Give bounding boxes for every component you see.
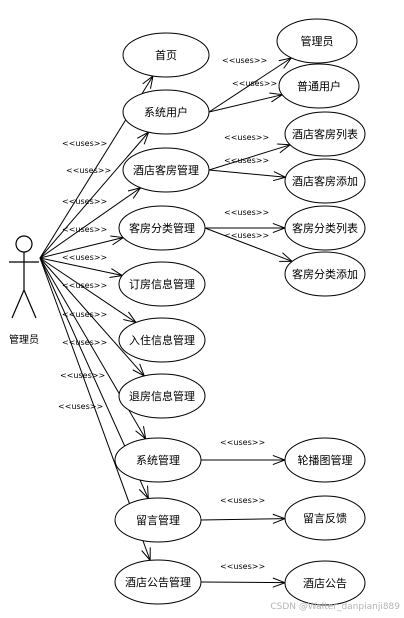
uc-system-mgmt-label: 系统管理 xyxy=(136,453,180,467)
uc-category-add-label: 客房分类添加 xyxy=(292,267,358,281)
uc-room-category-to-uc-category-add-uses-label: <<uses>> xyxy=(224,231,269,240)
uc-checkin-info[interactable]: 入住信息管理 xyxy=(118,317,206,363)
uc-system-user-to-uc-admin-uses-label: <<uses>> xyxy=(222,56,267,65)
uc-normal-user-label: 普通用户 xyxy=(297,79,341,93)
uc-category-list-label: 客房分类列表 xyxy=(292,221,358,235)
uc-room-mgmt-to-uc-room-add-uses-label: <<uses>> xyxy=(224,156,269,165)
actor-admin: 管理员 xyxy=(9,235,39,346)
uc-notice-mgmt-shape xyxy=(114,559,202,605)
uc-notice-mgmt-to-uc-notice-uses-label: <<uses>> xyxy=(220,562,265,571)
actor-to-uc-home-uses-label: <<uses>> xyxy=(62,139,107,148)
uc-admin-label: 管理员 xyxy=(301,34,334,48)
actor-to-uc-room-category-line xyxy=(39,237,124,259)
uc-system-user-to-uc-normal-user-line xyxy=(208,94,283,113)
uc-admin[interactable]: 管理员 xyxy=(276,18,358,64)
uc-room-add[interactable]: 酒店客房添加 xyxy=(284,158,366,204)
uc-checkout-info[interactable]: 退房信息管理 xyxy=(118,373,206,419)
uc-normal-user-shape xyxy=(278,63,360,109)
actor-to-uc-room-category-uses-label: <<uses>> xyxy=(62,225,107,234)
uc-feedback[interactable]: 留言反馈 xyxy=(284,495,366,541)
uc-carousel[interactable]: 轮播图管理 xyxy=(284,437,366,483)
uc-message-mgmt[interactable]: 留言管理 xyxy=(114,497,202,543)
uc-booking-info-shape xyxy=(118,261,206,307)
uc-room-mgmt[interactable]: 酒店客房管理 xyxy=(122,147,210,193)
uc-room-category-shape xyxy=(118,205,206,251)
uc-checkout-info-label: 退房信息管理 xyxy=(129,389,195,403)
actor-to-uc-system-mgmt-uses-label: <<uses>> xyxy=(62,338,107,347)
uc-room-mgmt-label: 酒店客房管理 xyxy=(133,163,199,177)
uc-message-mgmt-label: 留言管理 xyxy=(136,513,180,527)
uc-room-add-shape xyxy=(284,158,366,204)
actor-to-uc-booking-info-uses-label: <<uses>> xyxy=(62,253,107,262)
actor-to-uc-system-user-uses-label: <<uses>> xyxy=(66,166,111,175)
uc-message-mgmt-shape xyxy=(114,497,202,543)
uc-category-list[interactable]: 客房分类列表 xyxy=(284,205,366,251)
uc-notice-mgmt[interactable]: 酒店公告管理 xyxy=(114,559,202,605)
uc-system-user-shape xyxy=(122,89,210,135)
uc-room-mgmt-to-uc-room-list-uses-label: <<uses>> xyxy=(224,133,269,142)
actor-to-uc-system-user-line xyxy=(39,131,150,259)
uc-carousel-label: 轮播图管理 xyxy=(298,453,353,467)
association-lines xyxy=(39,57,294,588)
actor-to-uc-room-mgmt-uses-label: <<uses>> xyxy=(62,197,107,206)
uc-feedback-shape xyxy=(284,495,366,541)
actor-to-uc-message-mgmt-uses-label: <<uses>> xyxy=(60,371,105,380)
uc-room-mgmt-to-uc-room-add-line xyxy=(208,169,286,178)
uc-room-category-label: 客房分类管理 xyxy=(129,221,195,235)
uc-system-user[interactable]: 系统用户 xyxy=(122,89,210,135)
actor-to-uc-checkout-info-uses-label: <<uses>> xyxy=(62,310,107,319)
actor-to-uc-notice-mgmt-uses-label: <<uses>> xyxy=(58,402,103,411)
uc-message-mgmt-to-uc-feedback-line xyxy=(200,518,286,521)
uc-notice[interactable]: 酒店公告 xyxy=(284,560,366,606)
uc-room-category-to-uc-category-list-uses-label: <<uses>> xyxy=(224,208,269,217)
uc-message-mgmt-to-uc-feedback-uses-label: <<uses>> xyxy=(220,496,265,505)
uc-system-user-to-uc-normal-user-uses-label: <<uses>> xyxy=(232,79,277,88)
uc-checkin-info-label: 入住信息管理 xyxy=(129,333,195,347)
actor-label: 管理员 xyxy=(9,333,39,346)
uc-system-user-label: 系统用户 xyxy=(144,105,188,119)
uc-category-add[interactable]: 客房分类添加 xyxy=(284,251,366,297)
uc-home-label: 首页 xyxy=(155,48,177,62)
uc-notice-mgmt-label: 酒店公告管理 xyxy=(125,575,191,589)
uc-booking-info[interactable]: 订房信息管理 xyxy=(118,261,206,307)
uc-notice-shape xyxy=(284,560,366,606)
actor-to-uc-room-mgmt-line xyxy=(39,187,141,259)
use-case-ellipses: 首页系统用户酒店客房管理客房分类管理订房信息管理入住信息管理退房信息管理系统管理… xyxy=(114,18,366,606)
uc-carousel-shape xyxy=(284,437,366,483)
uc-room-category[interactable]: 客房分类管理 xyxy=(118,205,206,251)
uc-checkin-info-shape xyxy=(118,317,206,363)
uc-checkout-info-shape xyxy=(118,373,206,419)
uc-home[interactable]: 首页 xyxy=(122,32,210,78)
uc-system-mgmt-to-uc-carousel-uses-label: <<uses>> xyxy=(220,438,265,447)
actor-right-leg xyxy=(23,289,37,319)
uc-room-list[interactable]: 酒店客房列表 xyxy=(284,111,366,157)
uc-admin-shape xyxy=(276,18,358,64)
actor-to-uc-checkout-info-line xyxy=(39,257,145,377)
actor-left-leg xyxy=(11,289,25,319)
uc-feedback-label: 留言反馈 xyxy=(303,512,347,525)
actor-to-uc-booking-info-line xyxy=(39,257,123,277)
watermark: CSDN @Walter_danpianji889 xyxy=(270,602,400,612)
actor-to-uc-checkin-info-line xyxy=(39,257,137,323)
uc-booking-info-label: 订房信息管理 xyxy=(129,277,195,291)
uses-labels: <<uses>> <<uses>> <<uses>> <<uses>> <<uses>>… xyxy=(58,56,277,571)
uc-normal-user[interactable]: 普通用户 xyxy=(278,63,360,109)
actor-to-uc-checkin-info-uses-label: <<uses>> xyxy=(62,281,107,290)
uc-notice-label: 酒店公告 xyxy=(303,576,347,590)
uc-system-user-to-uc-admin-line xyxy=(208,57,292,113)
uc-room-list-label: 酒店客房列表 xyxy=(292,127,358,141)
uc-home-shape xyxy=(122,32,210,78)
actor-head xyxy=(15,235,33,253)
uc-category-add-shape xyxy=(284,251,366,297)
uc-system-mgmt[interactable]: 系统管理 xyxy=(114,437,202,483)
uc-category-list-shape xyxy=(284,205,366,251)
uc-system-mgmt-shape xyxy=(114,437,202,483)
uc-room-list-shape xyxy=(284,111,366,157)
uc-room-category-to-uc-category-add-line xyxy=(204,227,293,262)
uc-notice-mgmt-to-uc-notice-line xyxy=(200,581,286,584)
uc-room-mgmt-to-uc-room-list-line xyxy=(208,144,291,171)
uc-room-mgmt-shape xyxy=(122,147,210,193)
uc-room-add-label: 酒店客房添加 xyxy=(292,174,358,188)
